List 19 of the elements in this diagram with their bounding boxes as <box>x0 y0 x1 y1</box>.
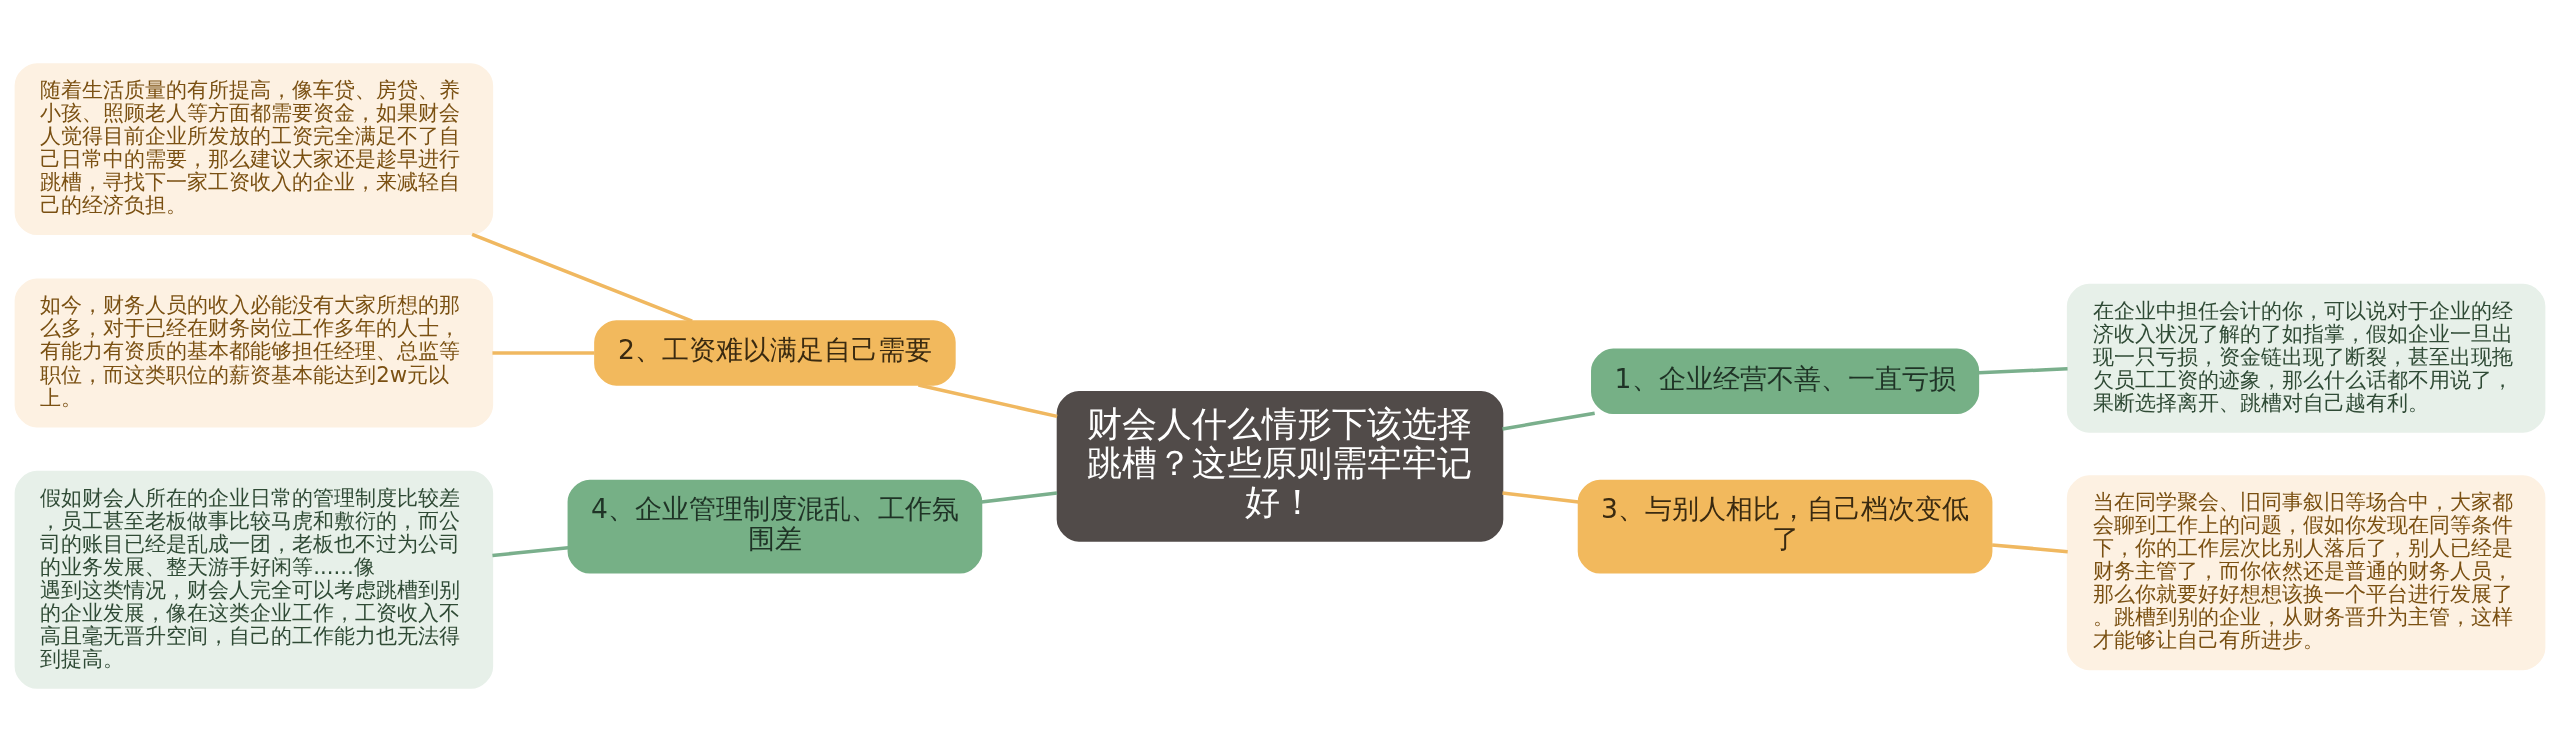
connector <box>492 350 595 355</box>
node-box: 4、企业管理制度混乱、工作氛围差 <box>567 479 983 574</box>
connector <box>981 490 1058 504</box>
connector <box>1502 411 1595 431</box>
node-box: 随着生活质量的有所提高，像车贷、房贷、养小孩、照顾老人等方面都需要资金，如果财会人觉得目前企业所发放的工资完全满足不了自己日常中的需要，那么建议大家还是趁早进行跳槽，寻找下一家工资收入的企业，来减轻自己的经济负担。 <box>14 62 494 235</box>
connector <box>1978 366 2068 375</box>
connector <box>492 545 569 557</box>
node-box: 当在同学聚会、旧同事叙旧等场合中，大家都会聊到工作上的问题，假如你发现在同等条件下，你的工作层次比别人落后了，别人已经是财务主管了，而你依然还是普通的财务人员，那么你就要好好想想该换一个平台进行发展了。跳槽到别的企业，从财务晋升为主管，这样才能够让自己有所进步。 <box>2066 474 2546 670</box>
connector <box>918 382 1058 418</box>
node-box: 财会人什么情形下该选择跳槽？这些原则需牢牢记好！ <box>1056 390 1504 542</box>
node-box: 如今，财务人员的收入必能没有大家所想的那么多，对于已经在财务岗位工作多年的人士，有能力有资质的基本都能够担任经理、总监等职位，而这类职位的薪资基本能达到2w元以上。 <box>14 278 494 427</box>
connector <box>471 232 693 323</box>
connector <box>1991 542 2068 553</box>
node-box: 在企业中担任会计的你，可以说对于企业的经济收入状况了解的了如指掌，假如企业一旦出现一只亏损，资金链出现了断裂，甚至出现拖欠员工工资的迹象，那么什么话都不用说了，果断选择离开、跳槽对自己越有利。 <box>2066 283 2546 433</box>
node-box: 2、工资难以满足自己需要 <box>594 319 956 386</box>
connector <box>1502 490 1579 504</box>
node-box: 假如财会人所在的企业日常的管理制度比较差，员工甚至老板做事比较马虎和敷衍的，而公司的账目已经是乱成一团，老板也不过为公司的业务发展、整天游手好闲等......像遇到这类情况，财会人完全可以考虑跳槽到别的企业发展，像在这类企业工作，工资收入不高且毫无晋升空间，自己的工作能力也无法得到提高。 <box>14 470 494 689</box>
node-box: 1、企业经营不善、一直亏损 <box>1591 348 1980 414</box>
node-box: 3、与别人相比，自己档次变低了 <box>1577 479 1993 574</box>
